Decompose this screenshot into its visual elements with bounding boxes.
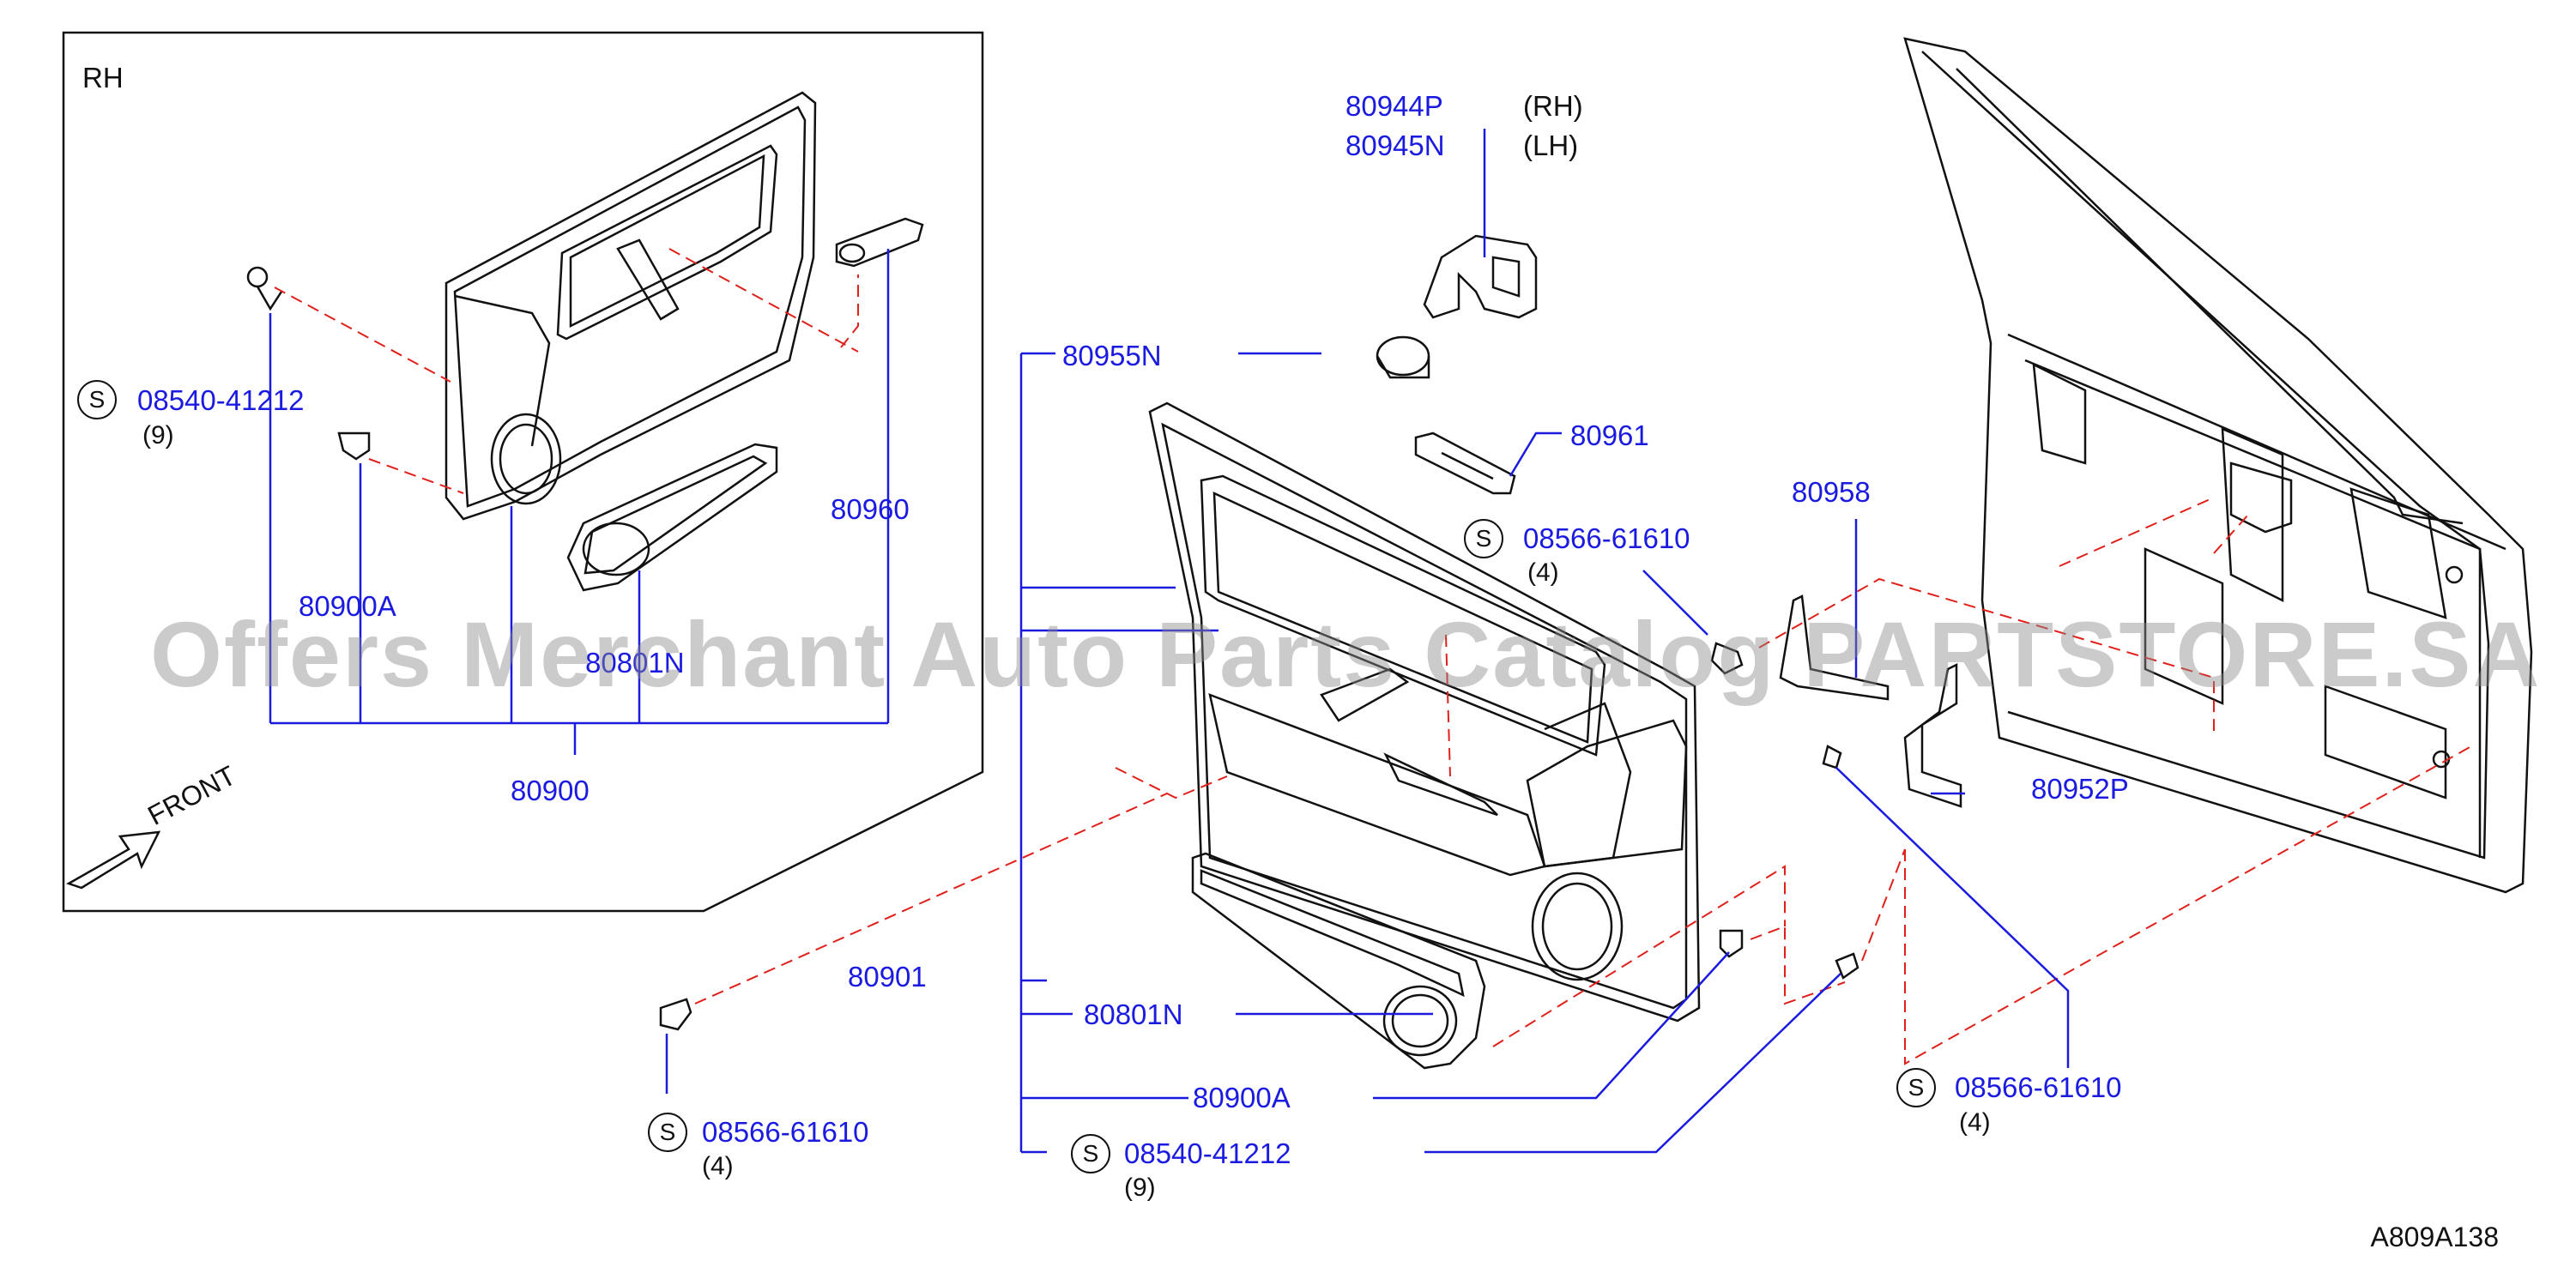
qty-08566-61610-right: (4) — [1959, 1108, 1991, 1137]
bracket-80958 — [1779, 594, 1890, 701]
front-arrow-icon — [65, 830, 161, 890]
s-standard-part-icon: S — [1896, 1068, 1936, 1107]
inset-frame — [62, 31, 984, 913]
qty-08566-61610-upper: (4) — [1527, 558, 1559, 587]
part-80801N[interactable]: 80801N — [1084, 998, 1183, 1030]
inset-dash-lines — [274, 248, 859, 494]
handle-cap — [1376, 335, 1430, 379]
screw-bracket — [1822, 745, 1842, 769]
screw-mid — [1710, 642, 1744, 675]
part-08540-41212-main[interactable]: 08540-41212 — [1124, 1137, 1291, 1169]
main-armrest-trim — [1191, 852, 1486, 1070]
screw-left — [659, 998, 692, 1031]
main-switch-bezel — [1414, 431, 1516, 495]
watermark: Offers Merchant Auto Parts Catalog PARTS… — [150, 602, 2542, 706]
part-08540-41212-inset[interactable]: 08540-41212 — [137, 384, 305, 416]
s-standard-part-icon: S — [1071, 1134, 1110, 1173]
inset-screw — [246, 266, 283, 311]
part-80961[interactable]: 80961 — [1570, 419, 1649, 451]
main-dash-lines — [694, 497, 2472, 1065]
part-80958[interactable]: 80958 — [1792, 476, 1871, 508]
inset-armrest-trim — [566, 443, 778, 592]
clip-main — [1719, 929, 1744, 958]
part-08566-61610-right[interactable]: 08566-61610 — [1955, 1071, 2122, 1103]
main-leader-lines — [665, 129, 2070, 1154]
pull-handle — [1423, 234, 1538, 319]
part-80900A-inset[interactable]: 80900A — [299, 590, 396, 622]
part-08566-61610-left[interactable]: 08566-61610 — [702, 1116, 869, 1148]
door-inner-frame — [1903, 37, 2533, 894]
part-80944P-side: (RH) — [1523, 90, 1583, 122]
inset-leader-lines — [269, 249, 890, 755]
inset-door-trim — [444, 91, 817, 521]
main-door-trim — [1148, 401, 1701, 1023]
screw-lower — [1835, 952, 1859, 980]
part-08566-61610-upper[interactable]: 08566-61610 — [1523, 522, 1690, 554]
part-80945N-side: (LH) — [1523, 130, 1579, 161]
diagram-code: A809A138 — [2370, 1222, 2499, 1252]
s-standard-part-icon: S — [1464, 519, 1503, 558]
part-80900A[interactable]: 80900A — [1193, 1082, 1291, 1113]
bracket-80952P — [1903, 662, 1962, 808]
part-80944P[interactable]: 80944P — [1345, 90, 1443, 122]
part-80945N[interactable]: 80945N — [1345, 130, 1445, 161]
qty-08566-61610-left: (4) — [702, 1152, 734, 1180]
part-80900[interactable]: 80900 — [511, 775, 590, 806]
part-80901[interactable]: 80901 — [848, 961, 927, 992]
qty-08540-41212-inset: (9) — [142, 421, 174, 449]
part-80960[interactable]: 80960 — [831, 493, 910, 525]
qty-08540-41212-main: (9) — [1124, 1173, 1156, 1202]
part-80801N-inset[interactable]: 80801N — [585, 647, 685, 679]
part-80952P[interactable]: 80952P — [2031, 773, 2129, 805]
inset-clip — [337, 431, 371, 461]
part-80955N[interactable]: 80955N — [1062, 340, 1162, 371]
inset-side-label: RH — [82, 62, 124, 94]
s-standard-part-icon: S — [648, 1113, 687, 1152]
inset-switch-bezel — [835, 217, 924, 268]
s-standard-part-icon: S — [77, 380, 117, 419]
